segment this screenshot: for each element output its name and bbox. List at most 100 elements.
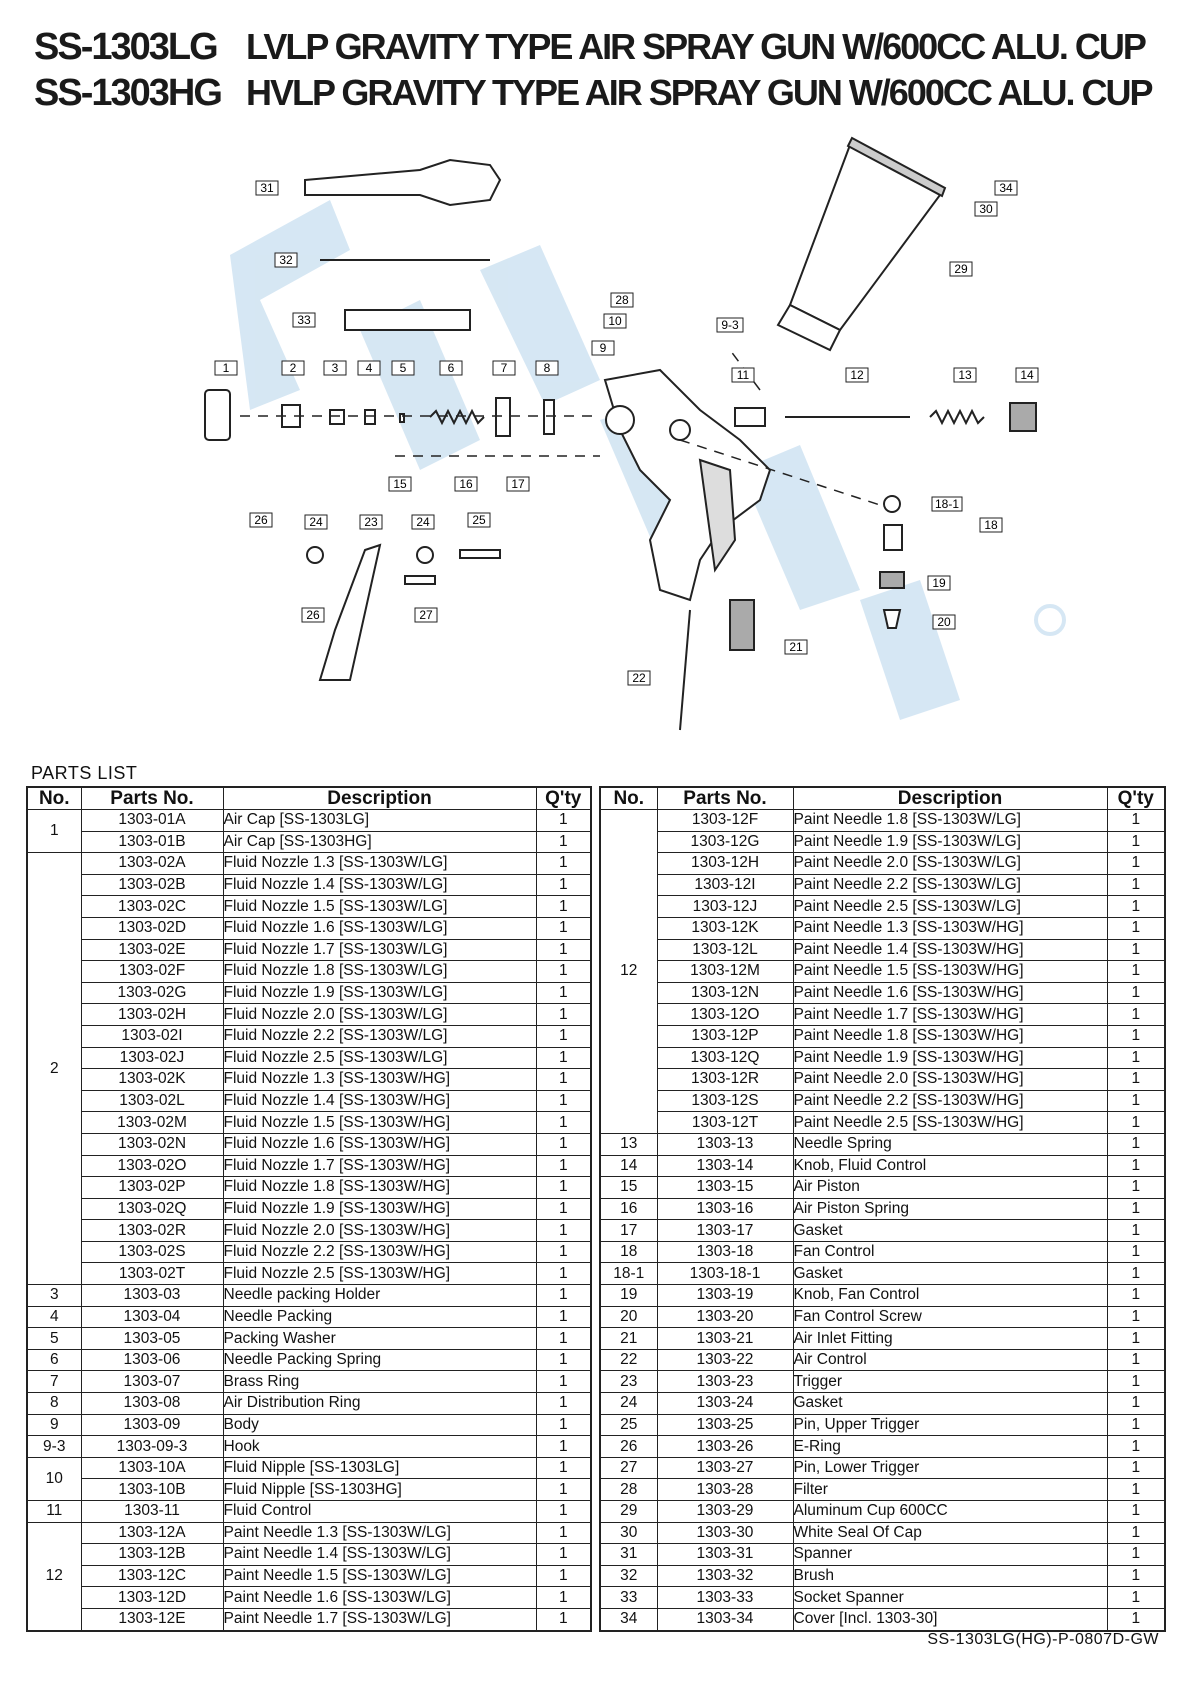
cell-qty: 1 xyxy=(535,1068,592,1091)
callout-1: 1 xyxy=(214,360,238,376)
cell-qty: 1 xyxy=(1106,1348,1166,1372)
cell-parts-no: 1303-10A xyxy=(80,1456,224,1480)
cell-qty: 1 xyxy=(535,809,592,832)
svg-text:10: 10 xyxy=(608,314,622,328)
cell-parts-no: 1303-02E xyxy=(80,938,224,962)
cell-no: 1 xyxy=(26,808,82,854)
cell-qty: 1 xyxy=(1106,1068,1166,1091)
callout-9-3: 9-3 xyxy=(716,317,744,333)
cell-parts-no: 1303-08 xyxy=(80,1392,224,1415)
trigger-assembly xyxy=(306,543,501,681)
svg-text:25: 25 xyxy=(472,513,486,527)
cell-parts-no: 1303-12R xyxy=(656,1068,794,1091)
cell-description: Filter xyxy=(792,1478,1108,1501)
cell-qty: 1 xyxy=(535,960,592,983)
cell-parts-no: 1303-19 xyxy=(656,1284,794,1307)
cell-qty: 1 xyxy=(1106,1543,1166,1566)
cell-parts-no: 1303-12G xyxy=(656,830,794,854)
cell-qty: 1 xyxy=(1106,1607,1166,1632)
callout-4: 4 xyxy=(357,360,381,376)
cell-parts-no: 1303-12F xyxy=(656,809,794,832)
cell-qty: 1 xyxy=(1106,1370,1166,1394)
cell-description: Paint Needle 1.7 [SS-1303W/HG] xyxy=(792,1003,1108,1026)
callout-11: 11 xyxy=(731,367,755,383)
cell-no: 13 xyxy=(599,1132,658,1156)
cell-description: Fluid Control xyxy=(222,1500,537,1523)
svg-text:11: 11 xyxy=(737,368,750,382)
callout-19: 19 xyxy=(927,575,951,591)
cell-parts-no: 1303-18 xyxy=(656,1240,794,1264)
svg-text:32: 32 xyxy=(279,253,293,267)
cell-description: Knob, Fan Control xyxy=(792,1284,1108,1307)
cell-parts-no: 1303-12K xyxy=(656,916,794,940)
cell-no: 10 xyxy=(26,1456,82,1502)
cell-description: Brush xyxy=(792,1564,1108,1588)
cell-qty: 1 xyxy=(535,1219,592,1242)
cell-parts-no: 1303-02O xyxy=(80,1154,224,1178)
cell-qty: 1 xyxy=(535,1046,592,1070)
cell-parts-no: 1303-30 xyxy=(656,1521,794,1545)
cell-parts-no: 1303-12D xyxy=(80,1586,224,1609)
cell-qty: 1 xyxy=(1106,1586,1166,1609)
cell-qty: 1 xyxy=(1106,1327,1166,1350)
cell-description: Fluid Nozzle 1.7 [SS-1303W/LG] xyxy=(222,938,537,962)
cell-qty: 1 xyxy=(1106,1456,1166,1480)
cell-qty: 1 xyxy=(535,1262,592,1286)
cell-parts-no: 1303-02B xyxy=(80,873,224,897)
column-header-description: Description xyxy=(222,786,537,810)
svg-text:24: 24 xyxy=(309,515,323,529)
callout-24b: 24 xyxy=(411,514,435,530)
cell-qty: 1 xyxy=(1106,1024,1166,1048)
svg-text:9-3: 9-3 xyxy=(721,318,739,332)
cell-qty: 1 xyxy=(535,1521,592,1545)
cell-parts-no: 1303-02S xyxy=(80,1240,224,1264)
cell-description: Paint Needle 1.6 [SS-1303W/LG] xyxy=(222,1586,537,1609)
callout-22: 22 xyxy=(627,670,651,686)
cell-parts-no: 1303-02L xyxy=(80,1089,224,1113)
cell-description: Fluid Nozzle 1.7 [SS-1303W/HG] xyxy=(222,1154,537,1178)
svg-text:28: 28 xyxy=(615,293,629,307)
model-code: SS-1303HG xyxy=(34,71,223,114)
cell-qty: 1 xyxy=(535,1392,592,1415)
column-header-qty: Q'ty xyxy=(1106,786,1166,810)
cell-parts-no: 1303-12E xyxy=(80,1607,224,1632)
svg-text:31: 31 xyxy=(260,181,274,195)
cell-description: Paint Needle 2.2 [SS-1303W/HG] xyxy=(792,1089,1108,1113)
cell-parts-no: 1303-12M xyxy=(656,960,794,983)
cell-no: 11 xyxy=(26,1500,82,1523)
cell-qty: 1 xyxy=(1106,1564,1166,1588)
cell-no: 16 xyxy=(599,1197,658,1221)
callout-3: 3 xyxy=(323,360,347,376)
cell-description: Fluid Nozzle 2.2 [SS-1303W/HG] xyxy=(222,1240,537,1264)
svg-text:29: 29 xyxy=(954,262,968,276)
cell-parts-no: 1303-01B xyxy=(80,830,224,854)
document-code: SS-1303LG(HG)-P-0807D-GW xyxy=(927,1631,1159,1648)
cell-parts-no: 1303-33 xyxy=(656,1586,794,1609)
cell-qty: 1 xyxy=(1106,1240,1166,1264)
svg-text:5: 5 xyxy=(400,361,407,375)
svg-text:34: 34 xyxy=(999,181,1013,195)
cell-qty: 1 xyxy=(1106,938,1166,962)
cell-qty: 1 xyxy=(535,1564,592,1588)
cell-parts-no: 1303-12I xyxy=(656,873,794,897)
cell-description: Paint Needle 1.5 [SS-1303W/HG] xyxy=(792,960,1108,983)
callout-24a: 24 xyxy=(304,514,328,530)
cell-parts-no: 1303-02D xyxy=(80,916,224,940)
cell-description: Fluid Nozzle 1.5 [SS-1303W/HG] xyxy=(222,1111,537,1134)
cell-qty: 1 xyxy=(1106,981,1166,1005)
svg-text:16: 16 xyxy=(459,477,473,491)
